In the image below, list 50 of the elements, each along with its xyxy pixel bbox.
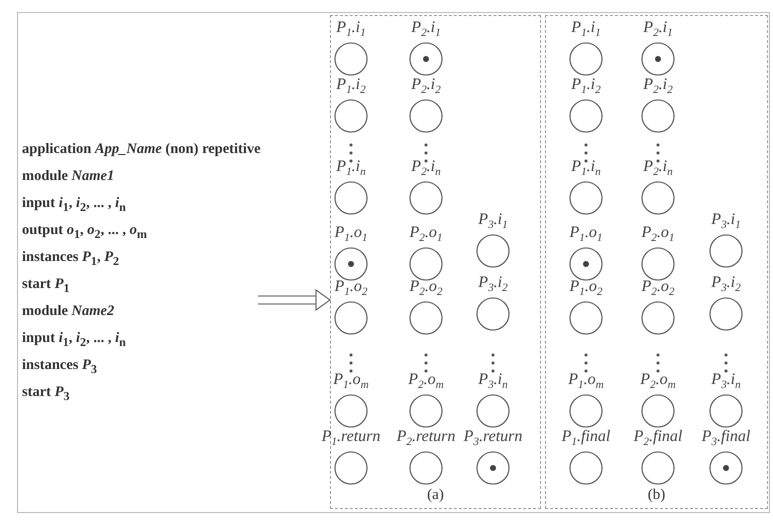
program-line: input i$_{1}$, i$_{2}$, ... , i$_{n}$ [22, 329, 127, 351]
place-label: P$_{2}$.o$_{m}$ [640, 371, 676, 388]
place-label: P$_{2}$.i$_{1}$ [643, 19, 673, 36]
place-label: P$_{1}$.o$_{1}$ [570, 224, 602, 241]
program-line: instances P$_{1}$, P$_{2}$ [22, 248, 120, 270]
place-label: P$_{2}$.i$_{n}$ [643, 158, 673, 175]
place-label: P$_{1}$.i$_{1}$ [571, 19, 601, 36]
place-label: P$_{1}$.i$_{2}$ [571, 76, 601, 93]
place-label: P$_{1}$.o$_{1}$ [334, 224, 368, 241]
place-label: P$_{1}$.i$_{2}$ [336, 76, 366, 93]
place-label: P$_{2}$.o$_{m}$ [408, 371, 444, 388]
place-label: P$_{2}$.i$_{1}$ [411, 19, 441, 36]
program-line: input i$_{1}$, i$_{2}$, ... , i$_{n}$ [22, 194, 127, 216]
program-line: start P$_{3}$ [22, 383, 71, 405]
place-label: P$_{3}$.i$_{n}$ [478, 371, 508, 388]
place-label: P$_{2}$.o$_{2}$ [410, 278, 442, 295]
place-label: P$_{3}$.i$_{2}$ [711, 274, 741, 291]
program-line: module Name1 [22, 167, 116, 186]
place-label: P$_{3}$.i$_{1}$ [711, 211, 741, 228]
place-label: P$_{2}$.o$_{2}$ [642, 278, 674, 295]
place-label: P$_{3}$.return [464, 428, 522, 445]
program-line: application App_Name (non) repetitive [22, 140, 258, 159]
program-line: module Name2 [22, 302, 116, 321]
place-label: P$_{2}$.final [634, 428, 682, 445]
place-label: P$_{1}$.o$_{2}$ [570, 278, 602, 295]
place-label: P$_{2}$.i$_{n}$ [411, 158, 441, 175]
place-label: P$_{3}$.final [702, 428, 750, 445]
place-label: P$_{2}$.i$_{2}$ [411, 76, 441, 93]
place-label: P$_{2}$.o$_{1}$ [410, 224, 442, 241]
place-label: P$_{1}$.o$_{2}$ [334, 278, 368, 295]
place-label: P$_{1}$.o$_{m}$ [568, 371, 604, 388]
panel-caption: (b) [648, 487, 666, 504]
program-line: output o$_{1}$, o$_{2}$, ... , o$_{m}$ [22, 221, 148, 243]
place-label: P$_{1}$.i$_{n}$ [336, 158, 366, 175]
place-label: P$_{3}$.i$_{2}$ [478, 274, 508, 291]
place-label: P$_{3}$.i$_{1}$ [478, 211, 508, 228]
place-label: P$_{3}$.i$_{n}$ [711, 371, 741, 388]
dashed-panel [545, 15, 768, 509]
program-line: start P$_{1}$ [22, 275, 71, 297]
place-label: P$_{2}$.return [396, 428, 456, 445]
program-line: instances P$_{3}$ [22, 356, 98, 378]
place-label: P$_{1}$.final [562, 428, 610, 445]
place-label: P$_{1}$.o$_{m}$ [333, 371, 369, 388]
panel-caption: (a) [427, 487, 444, 504]
place-label: P$_{1}$.i$_{1}$ [336, 19, 366, 36]
place-label: P$_{2}$.i$_{2}$ [643, 76, 673, 93]
place-label: P$_{1}$.return [322, 428, 380, 445]
place-label: P$_{2}$.o$_{1}$ [642, 224, 674, 241]
double-arrow [257, 289, 331, 311]
place-label: P$_{1}$.i$_{n}$ [571, 158, 601, 175]
